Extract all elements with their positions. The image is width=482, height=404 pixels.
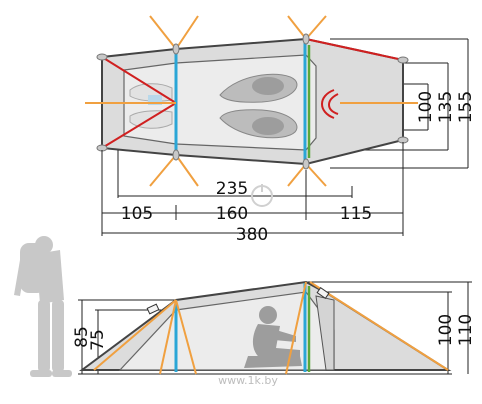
dim-label-380: 380 (236, 225, 268, 245)
stake-points (96, 33, 409, 170)
sleeping-bags (129, 73, 298, 139)
dim-label-100-height: 100 (436, 314, 456, 346)
length-dimension-lines (101, 142, 404, 236)
dim-label-75-height: 75 (88, 329, 108, 351)
dim-label-135-width: 135 (436, 91, 456, 123)
sitting-person-silhouette (244, 306, 302, 368)
plan-guy-lines (85, 15, 418, 187)
dim-label-85-height: 85 (72, 326, 92, 348)
side-door-frame (315, 295, 335, 371)
dim-label-100-width: 100 (416, 91, 436, 123)
dim-label-115: 115 (340, 204, 372, 224)
dim-label-105: 105 (121, 204, 153, 224)
dim-label-160: 160 (216, 204, 248, 224)
side-view: 85 75 100 110 www.1k.by (14, 236, 476, 387)
watermark-text: www.1k.by (218, 374, 278, 387)
plan-view: 235 105 160 115 380 100 135 155 (85, 15, 476, 245)
side-vent-front (146, 303, 160, 315)
dim-label-155-width: 155 (456, 91, 476, 123)
backpacker-silhouette (14, 236, 72, 377)
dim-label-235: 235 (216, 179, 248, 199)
plan-ridge-lines (101, 38, 404, 149)
watermark-logo (251, 184, 273, 207)
height-dimension-lines (78, 281, 472, 375)
side-guy-lines (93, 281, 449, 375)
side-vent-rear (316, 286, 330, 300)
dim-label-110-height: 110 (456, 314, 476, 346)
